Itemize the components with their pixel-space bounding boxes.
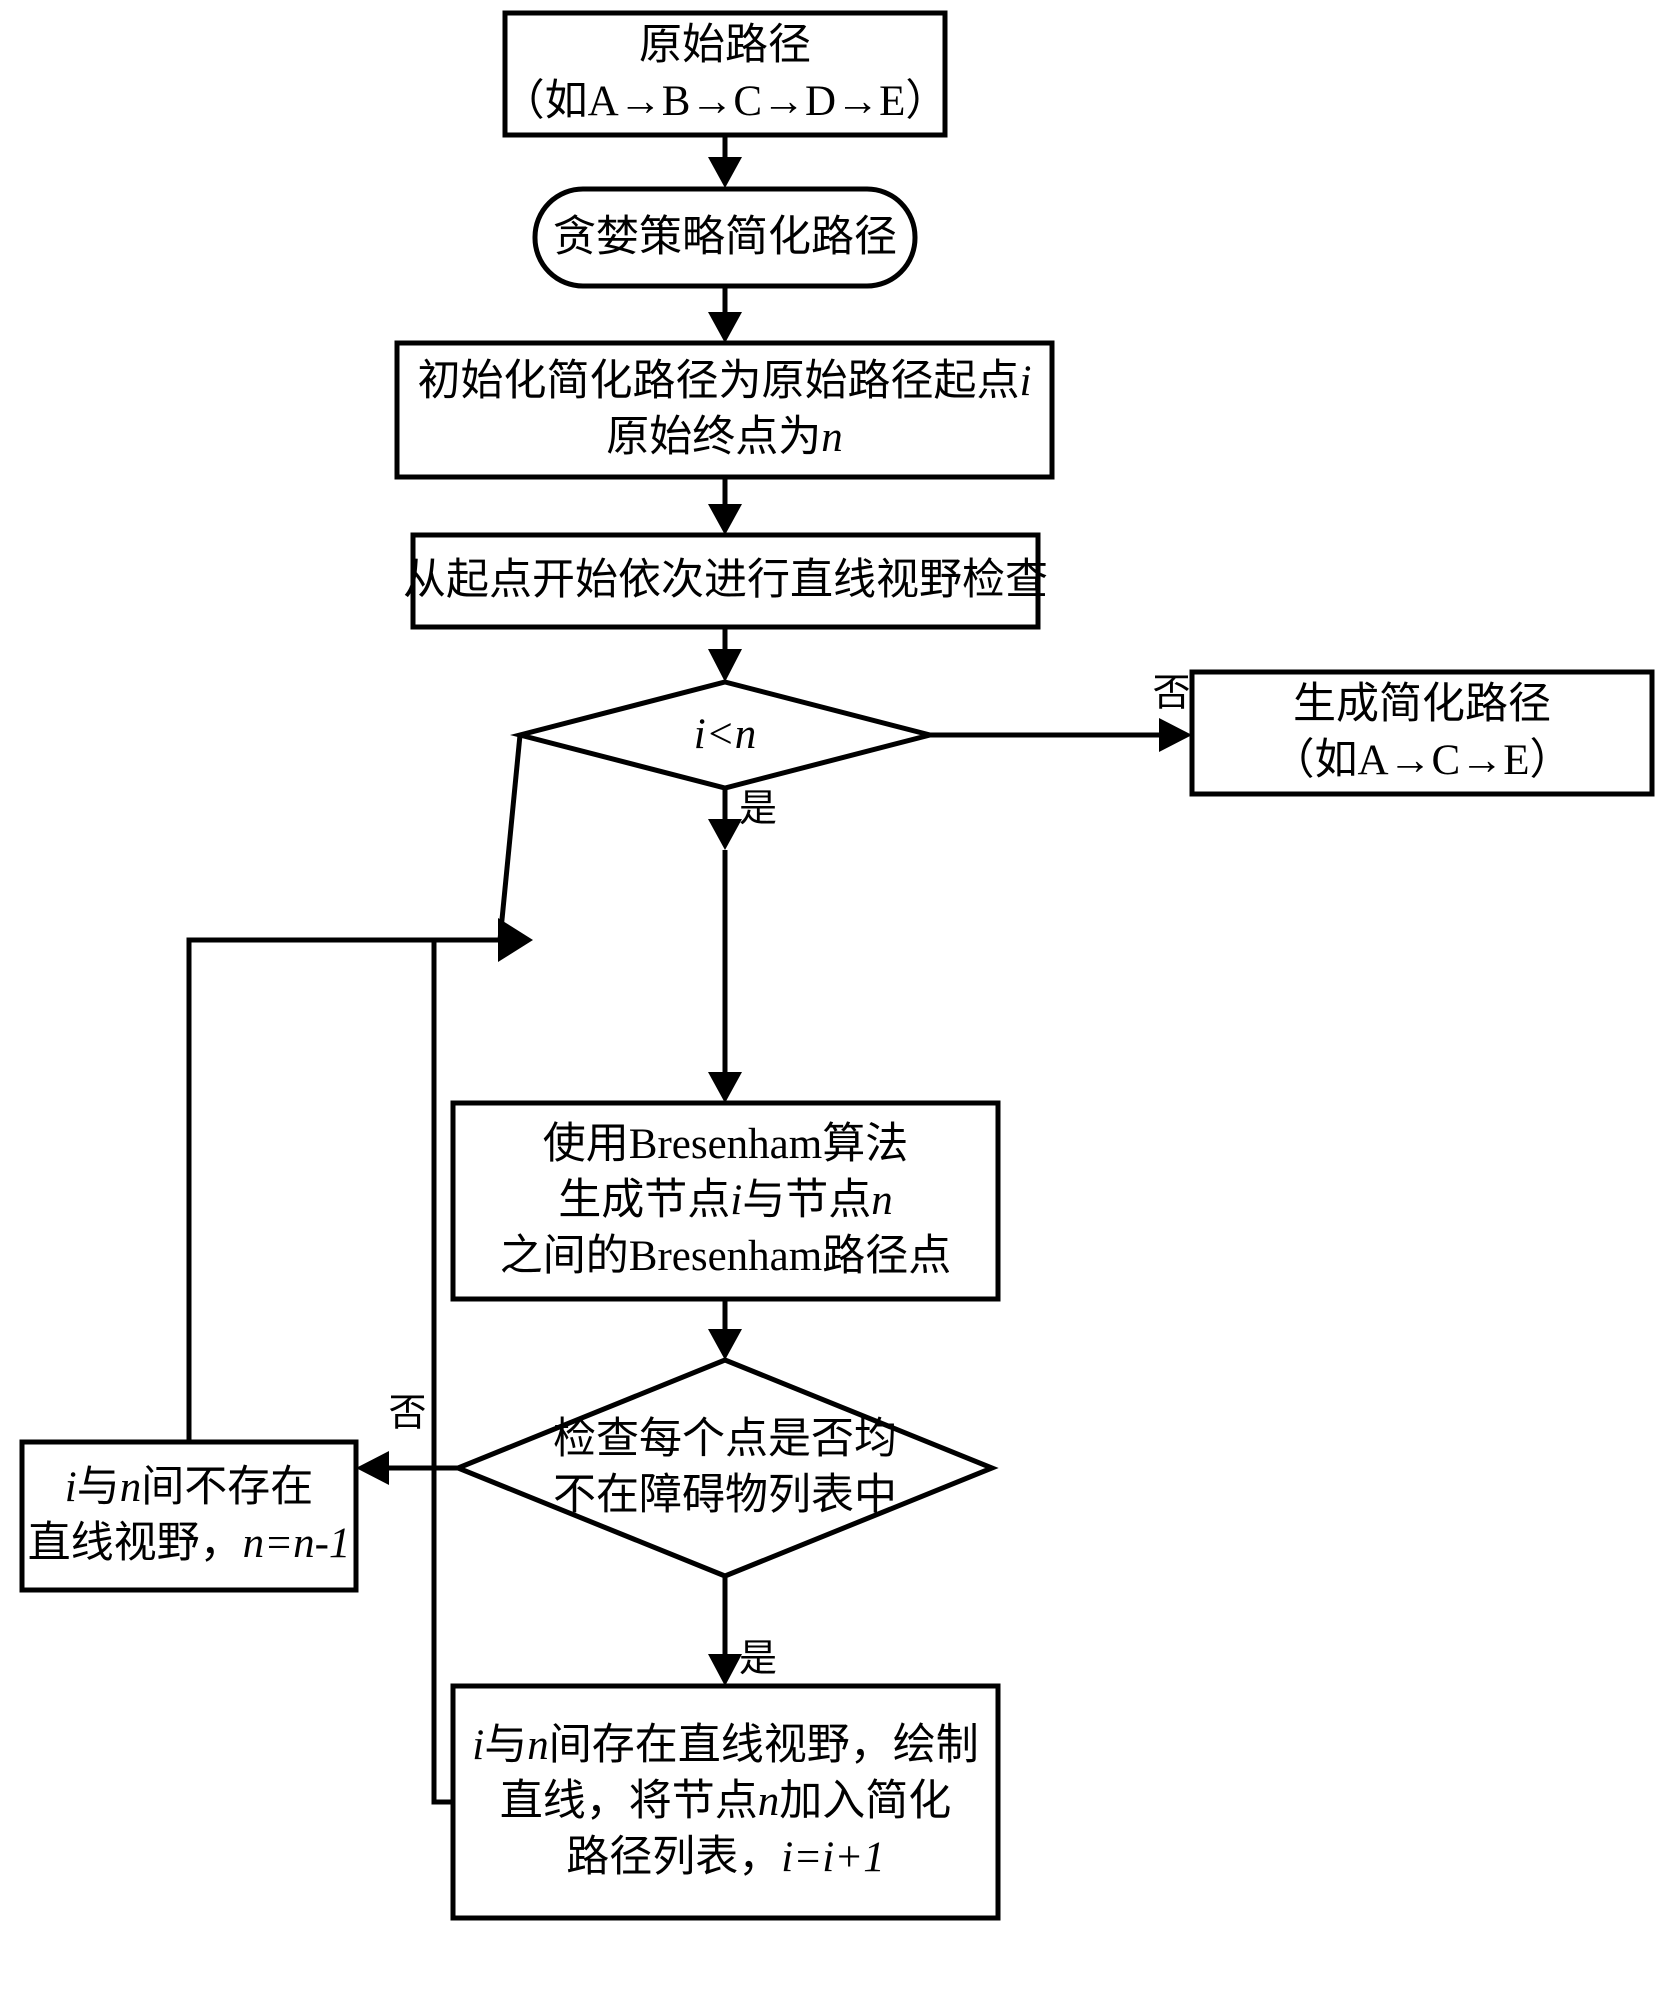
edge-feedback-has-line-of-sight xyxy=(431,937,500,1805)
node-decision-i-lt-n-shape xyxy=(510,679,940,791)
arrowhead-original-to-greedy xyxy=(708,157,742,188)
node-greedy-simplify-shape xyxy=(532,186,918,289)
edge-label-yes-bottom: 是 xyxy=(739,1638,778,1680)
arrowhead-feedback-into-decision1 xyxy=(498,918,533,962)
node-has-line-of-sight-shape xyxy=(450,1683,1001,1921)
node-decision-obstacle-shape xyxy=(451,1357,999,1579)
edge-label-yes-top: 是 xyxy=(739,788,778,830)
node-generate-simplified-path-shape xyxy=(1189,669,1655,797)
arrowhead-los-to-decision1 xyxy=(708,649,742,682)
arrowhead-decision1-yes xyxy=(708,819,742,850)
node-original-path-shape xyxy=(502,10,948,138)
arrowhead-into-bresenham xyxy=(708,1072,742,1103)
node-no-line-of-sight-rect xyxy=(19,1439,359,1593)
arrowhead-decision1-no xyxy=(1159,718,1192,752)
arrowhead-greedy-to-initialize xyxy=(708,312,742,343)
node-bresenham-shape xyxy=(450,1100,1001,1302)
edge-label-no-top: 否 xyxy=(1146,672,1188,710)
arrowhead-decision2-yes xyxy=(708,1654,742,1686)
node-initialize-shape xyxy=(394,340,1055,480)
node-los-check-shape xyxy=(410,532,1041,630)
edge-feedback-no-line-of-sight xyxy=(186,937,500,1442)
arrowhead-bresenham-to-decision2 xyxy=(708,1329,742,1360)
edge-label-no-bottom: 否 xyxy=(382,1392,424,1430)
edge-feedback-join-to-decision1 xyxy=(497,734,523,941)
arrowhead-decision2-no xyxy=(356,1451,389,1485)
arrowhead-initialize-to-los xyxy=(708,504,742,535)
